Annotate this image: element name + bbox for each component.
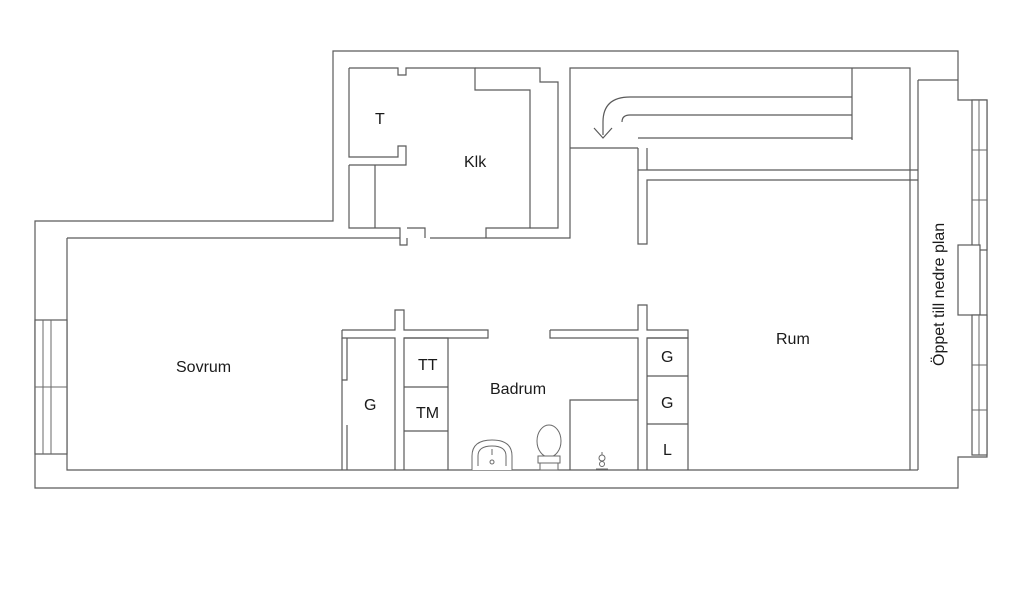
cabinet-label-sovrum-g: G: [364, 397, 376, 414]
room-label-sovrum: Sovrum: [176, 359, 231, 376]
cabinet-label-t: T: [375, 111, 385, 128]
interior-walls: [341, 304, 689, 470]
window-left: [34, 319, 68, 455]
cabinet-label-rum-l: L: [663, 442, 672, 459]
sink-icon: [471, 439, 513, 470]
window-right: [957, 99, 988, 456]
kitchen-walls: [348, 67, 559, 246]
room-label-rum: Rum: [776, 331, 810, 348]
inner-wall: [66, 237, 910, 471]
room-label-kok: Klk: [464, 154, 487, 171]
stair-arrow-icon: [602, 96, 852, 135]
floor-drain-icon: [596, 452, 608, 470]
cabinet-label-rum-g1: G: [661, 349, 673, 366]
cabinet-label-tt: TT: [418, 357, 438, 374]
outer-wall: [34, 50, 988, 489]
cabinet-label-tm: TM: [416, 405, 439, 422]
toilet-icon: [536, 424, 562, 471]
cabinet-label-rum-g2: G: [661, 395, 673, 412]
stair-note-label: Öppet till nedre plan: [930, 223, 948, 366]
stair-area: [570, 67, 958, 471]
room-label-badrum: Badrum: [490, 381, 546, 398]
